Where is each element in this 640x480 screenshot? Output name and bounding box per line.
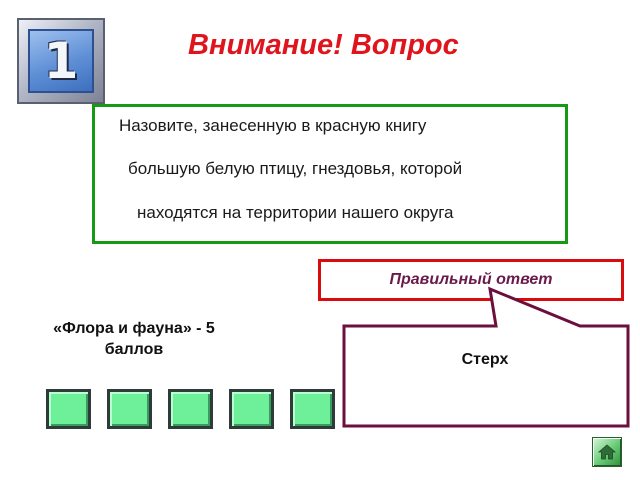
question-box: Назовите, занесенную в красную книгу бол…	[92, 104, 568, 244]
score-squares	[46, 389, 335, 429]
question-number: 1	[43, 32, 79, 90]
slide-title: Внимание! Вопрос	[188, 29, 459, 61]
home-button[interactable]	[592, 437, 622, 467]
score-square[interactable]	[46, 389, 91, 429]
badge-face: 1	[28, 29, 94, 93]
answer-text: Стерх	[461, 351, 509, 368]
category-line-1: «Флора и фауна» - 5	[53, 320, 215, 337]
score-square[interactable]	[229, 389, 274, 429]
question-number-badge: 1	[17, 18, 105, 104]
show-answer-button[interactable]: Правильный ответ	[318, 259, 624, 301]
question-line-1: Назовите, занесенную в красную книгу	[119, 116, 427, 135]
category-line-2: баллов	[104, 341, 164, 358]
score-square[interactable]	[107, 389, 152, 429]
score-square[interactable]	[290, 389, 335, 429]
score-square[interactable]	[168, 389, 213, 429]
category-label: «Флора и фауна» - 5 баллов	[4, 318, 264, 360]
question-line-3: находятся на территории нашего округа	[137, 203, 454, 222]
question-line-2: большую белую птицу, гнездовья, которой	[128, 159, 463, 178]
home-icon	[597, 444, 617, 460]
